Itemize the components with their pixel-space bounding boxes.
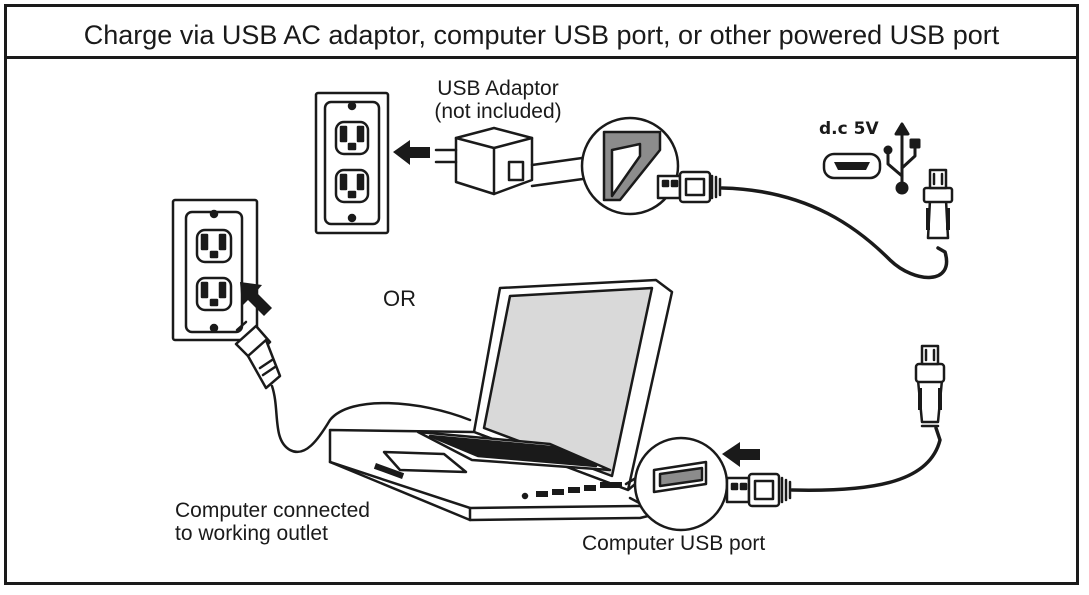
- micro-usb-port-icon: [822, 152, 882, 180]
- usb-trident-icon: [883, 122, 921, 195]
- bottom-usb-plug: [725, 472, 792, 508]
- upper-wall-outlet: [314, 91, 390, 235]
- usb-adaptor-label-line2: (not included): [434, 100, 562, 123]
- magnified-adaptor-port: [580, 116, 680, 216]
- laptop-power-plug: [234, 320, 282, 390]
- magnified-computer-port: [633, 436, 729, 532]
- arrow-left-icon: [722, 442, 760, 467]
- computer-outlet-label-line2: to working outlet: [175, 522, 328, 545]
- power-cord: [270, 384, 472, 454]
- or-label: OR: [383, 286, 416, 311]
- bottom-micro-usb-plug: [914, 344, 946, 428]
- usb-adaptor-label: USB Adaptor (not included): [418, 77, 578, 123]
- title-bar: Charge via USB AC adaptor, computer USB …: [7, 7, 1076, 59]
- laptop: [328, 278, 674, 522]
- computer-outlet-label: Computer connected to working outlet: [175, 499, 370, 545]
- top-cable: [720, 186, 949, 280]
- dc-spec-label: d.c 5V: [819, 119, 879, 139]
- lower-wall-outlet: [171, 198, 259, 342]
- usb-adaptor: [434, 126, 534, 196]
- arrow-up-right-icon: [240, 282, 272, 316]
- arrow-left-icon: [393, 140, 430, 165]
- diagram-frame: [4, 4, 1079, 585]
- computer-usb-port-label: Computer USB port: [582, 532, 766, 555]
- top-usb-plug: [656, 170, 722, 204]
- computer-outlet-label-line1: Computer connected: [175, 499, 370, 522]
- bottom-cable: [790, 426, 942, 492]
- top-micro-usb-plug: [922, 168, 954, 240]
- usb-adaptor-label-line1: USB Adaptor: [437, 77, 559, 100]
- diagram-title: Charge via USB AC adaptor, computer USB …: [83, 20, 1000, 50]
